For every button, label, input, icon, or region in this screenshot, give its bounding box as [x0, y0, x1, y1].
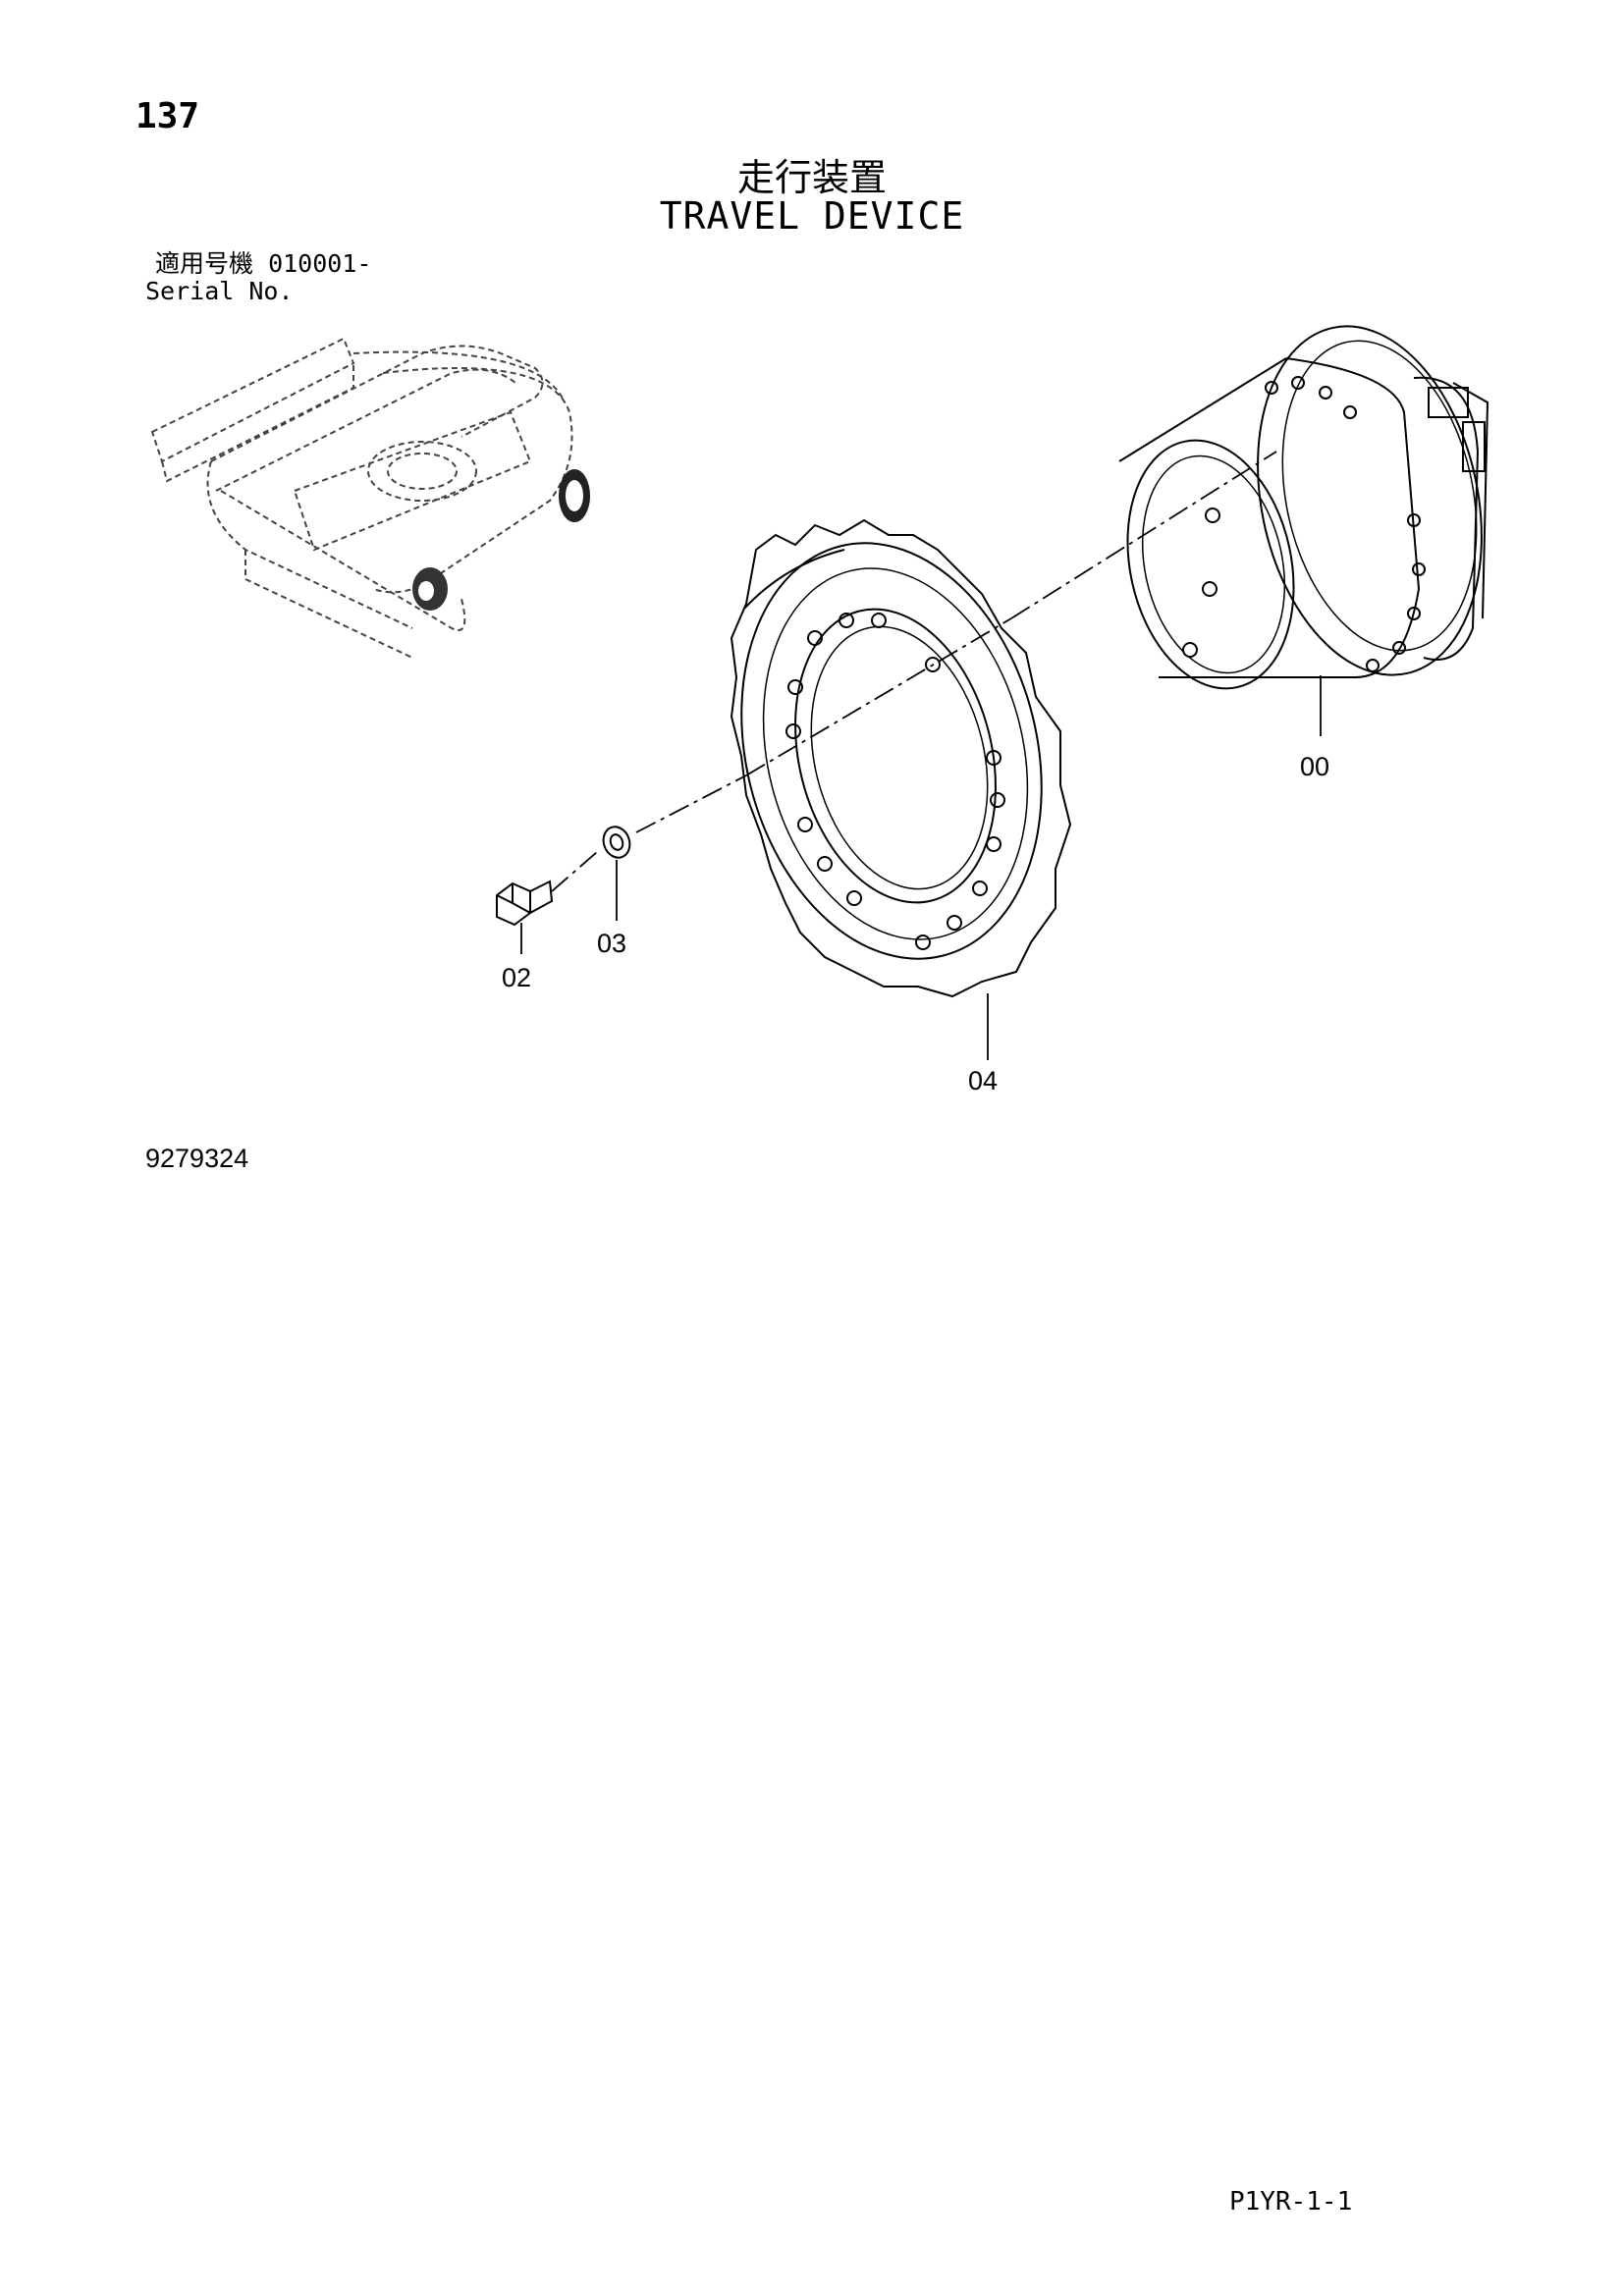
assembly-center-line	[551, 451, 1277, 892]
travel-motor-part	[1118, 325, 1489, 690]
page-number: 137	[135, 96, 200, 136]
title-japanese: 走行装置	[736, 156, 887, 199]
overview-motor-icons	[412, 469, 590, 611]
drawing-number: 9279324	[145, 1144, 249, 1173]
serial-value: 010001-	[268, 249, 372, 278]
serial-row-ja: 適用号機 010001-	[155, 250, 371, 278]
washer-part	[602, 826, 631, 859]
callout-travel-motor: 00	[1300, 752, 1329, 781]
callout-bolt: 02	[502, 963, 531, 992]
page-code: P1YR-1-1	[1229, 2187, 1353, 2216]
serial-info: 適用号機 010001- Serial No.	[145, 250, 371, 305]
callout-sprocket: 04	[968, 1066, 998, 1095]
serial-label-ja: 適用号機	[155, 249, 254, 278]
undercarriage-overview	[150, 337, 573, 659]
leader-lines	[520, 675, 1322, 1060]
serial-label-en: Serial No.	[145, 277, 294, 305]
sprocket-part	[730, 518, 1072, 998]
title-english: TRAVEL DEVICE	[659, 194, 965, 238]
callout-washer: 03	[597, 929, 626, 958]
bolt-part	[496, 880, 554, 927]
